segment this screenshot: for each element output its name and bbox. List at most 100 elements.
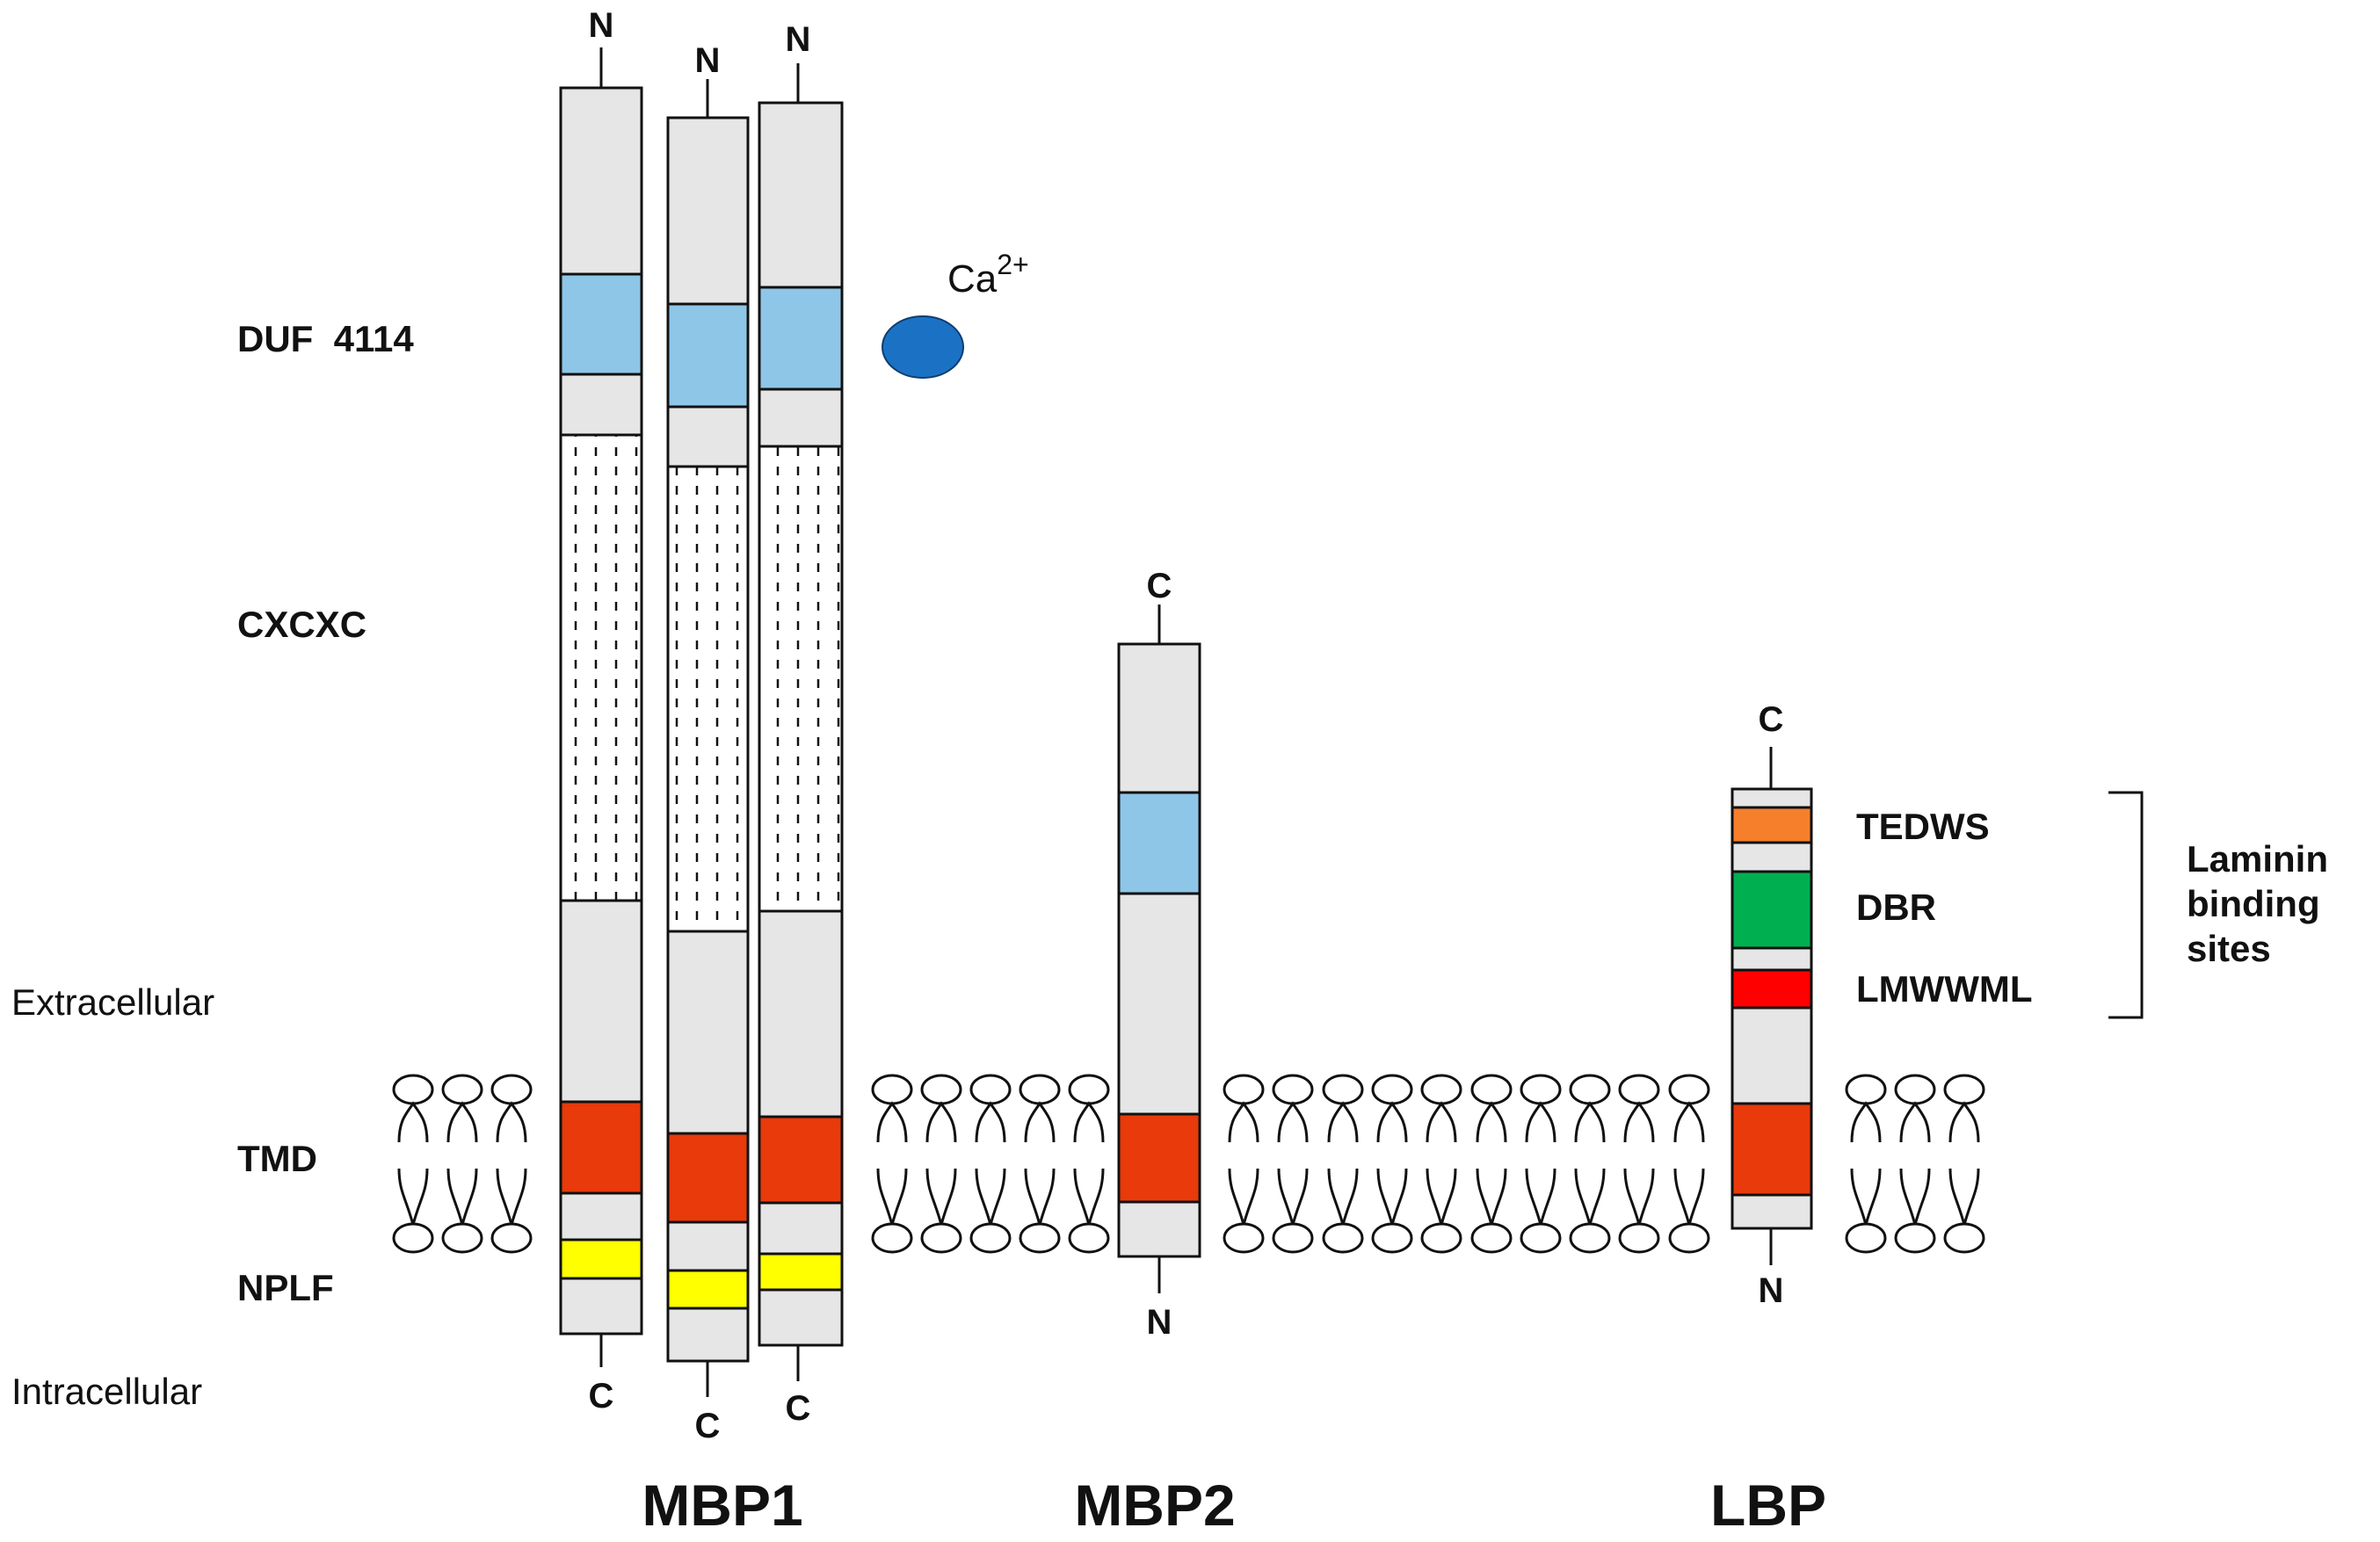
mbp1-strand-2-n-terminus: N (695, 41, 721, 80)
lipid-tail-inner (1850, 1168, 1882, 1230)
lipid-head-inner (1569, 1222, 1611, 1254)
lipid-tail-outer (1426, 1101, 1457, 1143)
lmwwml-label: LMWWML (1856, 968, 2033, 1010)
lipid-head-outer (1520, 1074, 1562, 1105)
lipid-tail-outer (1376, 1101, 1408, 1143)
lipid-head-outer (1668, 1074, 1710, 1105)
lipid-head-inner (1943, 1222, 1985, 1254)
lipid-tail-outer (397, 1101, 429, 1143)
lipid-tail-outer (1948, 1101, 1980, 1143)
lipid-head-inner (871, 1222, 913, 1254)
lipid-head-inner (392, 1222, 434, 1254)
lipid-head-outer (1223, 1074, 1265, 1105)
lipid-tail-inner (1673, 1168, 1705, 1230)
lipid-tail-inner (1024, 1168, 1056, 1230)
mbp1-strand-1-n-terminus: N (589, 6, 614, 45)
lipid-head-outer (1371, 1074, 1413, 1105)
lipid-tail-inner (397, 1168, 429, 1230)
lipid-tail-inner (1948, 1168, 1980, 1230)
lipid-tail-outer (1228, 1101, 1259, 1143)
mbp1-strand-2-duf4114-domain (666, 302, 750, 409)
lipid-tail-outer (925, 1101, 957, 1143)
lipid-head-outer (1470, 1074, 1513, 1105)
intracellular-label: Intracellular (11, 1371, 202, 1412)
mbp2-name: MBP2 (1074, 1473, 1235, 1538)
mbp2-n-terminus: N (1147, 1303, 1172, 1342)
mbp2-protein (1117, 604, 1201, 1293)
lipid-tail-outer (876, 1101, 908, 1143)
lipid-tail-inner (446, 1168, 478, 1230)
lipid-tail-outer (1623, 1101, 1655, 1143)
lipid-head-inner (1894, 1222, 1936, 1254)
lipid-head-outer (1618, 1074, 1660, 1105)
lipid-head-outer (1322, 1074, 1364, 1105)
mbp1-strand-3-c-terminus: C (786, 1389, 811, 1428)
lipid-tail-outer (1899, 1101, 1931, 1143)
lbp-protein (1731, 747, 1813, 1265)
lipid-tail-inner (1228, 1168, 1259, 1230)
lipid-tail-outer (446, 1101, 478, 1143)
lipid-tail-inner (925, 1168, 957, 1230)
cxcxc-label: CXCXC (237, 604, 366, 645)
lipid-tail-outer (1673, 1101, 1705, 1143)
calcium-ion-icon (882, 315, 964, 379)
lipid-head-inner (1019, 1222, 1061, 1254)
lipid-tail-outer (1073, 1101, 1105, 1143)
lipid-head-inner (1420, 1222, 1462, 1254)
lipid-tail-outer (1024, 1101, 1056, 1143)
mbp1-strand-3-nplf-domain (758, 1252, 844, 1292)
lipid-tail-inner (1623, 1168, 1655, 1230)
lipid-tail-inner (1525, 1168, 1556, 1230)
lipid-tail-inner (496, 1168, 527, 1230)
laminin-label-line-1: Laminin (2187, 838, 2328, 880)
lipid-head-outer (1894, 1074, 1936, 1105)
mbp1-strand-1-tmd-domain (559, 1100, 643, 1195)
lipid-tail-inner (1376, 1168, 1408, 1230)
lipid-head-outer (1943, 1074, 1985, 1105)
tedws-label: TEDWS (1856, 806, 1990, 847)
lipid-tail-outer (975, 1101, 1006, 1143)
mbp1-strand-1-cxcxc-domain (559, 433, 643, 902)
lipid-head-outer (1019, 1074, 1061, 1105)
lipid-head-outer (1569, 1074, 1611, 1105)
lipid-tail-outer (496, 1101, 527, 1143)
mbp1-strand-1 (559, 47, 643, 1367)
lipid-tail-inner (1073, 1168, 1105, 1230)
lipid-head-outer (1845, 1074, 1887, 1105)
laminin-label-line-3: sites (2187, 928, 2271, 969)
mbp1-strand-3-n-terminus: N (786, 20, 811, 59)
lbp-tedws-site (1731, 806, 1813, 844)
lipid-head-outer (1420, 1074, 1462, 1105)
lipid-tail-inner (876, 1168, 908, 1230)
lipid-tail-inner (1327, 1168, 1359, 1230)
laminin-label-line-2: binding (2187, 883, 2320, 924)
lipid-tail-inner (975, 1168, 1006, 1230)
mbp1-strand-3-duf4114-domain (758, 286, 844, 391)
mbp1-strand-2-c-terminus: C (695, 1407, 721, 1445)
lipid-tail-inner (1426, 1168, 1457, 1230)
mbp1-strand-1-nplf-domain (559, 1238, 643, 1280)
lipid-tail-inner (1476, 1168, 1507, 1230)
tmd-label: TMD (237, 1138, 317, 1179)
extracellular-label: Extracellular (11, 981, 214, 1023)
lipid-tail-outer (1327, 1101, 1359, 1143)
lipid-tail-outer (1476, 1101, 1507, 1143)
lipid-tail-inner (1277, 1168, 1309, 1230)
mbp1-strand-3-cxcxc-domain (758, 445, 844, 913)
lipid-tail-outer (1525, 1101, 1556, 1143)
lipid-head-inner (1068, 1222, 1110, 1254)
lipid-head-inner (920, 1222, 962, 1254)
lipid-head-inner (490, 1222, 533, 1254)
lipid-tail-outer (1850, 1101, 1882, 1143)
lbp-n-terminus: N (1759, 1271, 1784, 1310)
lipid-head-inner (1845, 1222, 1887, 1254)
mbp1-strand-1-duf4114-domain (559, 272, 643, 376)
lipid-bilayer-membrane (392, 1074, 1985, 1254)
lipid-head-inner (441, 1222, 483, 1254)
lipid-tail-outer (1277, 1101, 1309, 1143)
calcium-ion-label: Ca2+ (947, 249, 1029, 300)
lbp-c-terminus: C (1759, 700, 1784, 739)
mbp1-strand-3 (758, 63, 844, 1381)
lipid-head-outer (441, 1074, 483, 1105)
